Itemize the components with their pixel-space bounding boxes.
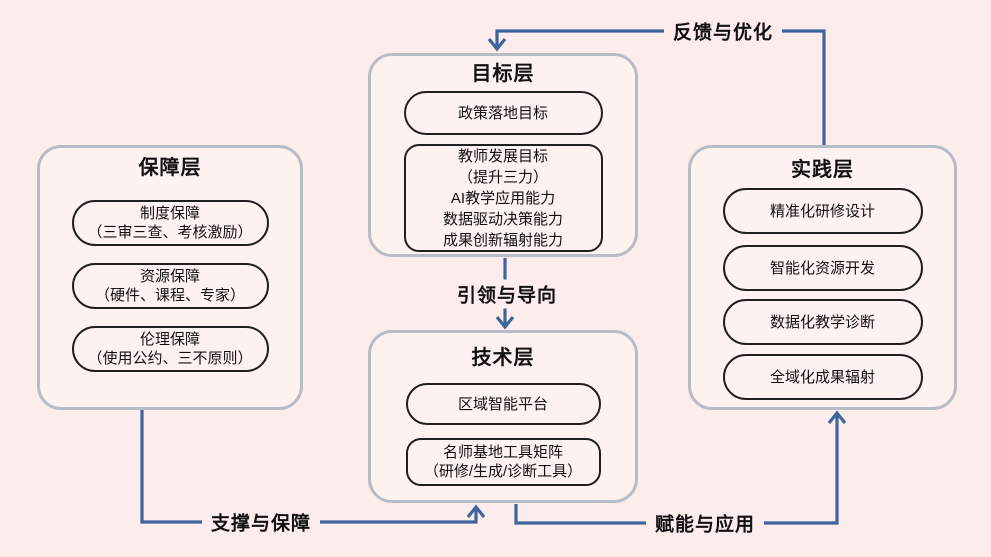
goal-layer-title: 目标层 — [471, 63, 535, 85]
pill-line: 政策落地目标 — [457, 104, 548, 122]
tech-layer-title: 技术层 — [471, 347, 535, 369]
pill-line: 伦理保障 — [139, 331, 200, 348]
tech-layer-box: 技术层 区域智能平台 名师基地工具矩阵 （研修/生成/诊断工具） — [368, 330, 638, 503]
edge-label-lead: 引领与导向 — [447, 279, 567, 309]
goal-item-teacher-development: 教师发展目标 （提升三力） AI教学应用能力 数据驱动决策能力 成果创新辐射能力 — [403, 144, 603, 252]
empower-arrowhead-up-icon — [827, 410, 847, 424]
pill-line: 制度保障 — [139, 205, 200, 222]
pill-line: 区域智能平台 — [457, 395, 548, 413]
guarantee-layer-title: 保障层 — [138, 157, 202, 179]
pill-line: 成果创新辐射能力 — [442, 231, 563, 249]
pill-line: （硬件、课程、专家） — [94, 287, 245, 304]
tech-item-platform: 区域智能平台 — [405, 383, 601, 425]
goal-layer-box: 目标层 政策落地目标 教师发展目标 （提升三力） AI教学应用能力 数据驱动决策… — [368, 53, 638, 257]
practice-item-training-design: 精准化研修设计 — [722, 188, 923, 234]
pill-line: （使用公约、三不原则） — [87, 350, 253, 367]
lead-arrowhead-down-icon — [495, 316, 515, 330]
tech-item-tool-matrix: 名师基地工具矩阵 （研修/生成/诊断工具） — [405, 438, 601, 486]
feedback-arrowhead-down-icon — [487, 38, 507, 52]
edge-label-empower: 赋能与应用 — [645, 508, 765, 538]
practice-item-teaching-diagnosis: 数据化教学诊断 — [722, 299, 923, 345]
pill-line: （提升三力） — [457, 168, 548, 186]
practice-layer-box: 实践层 精准化研修设计 智能化资源开发 数据化教学诊断 全域化成果辐射 — [688, 145, 957, 410]
pill-line: AI教学应用能力 — [450, 189, 556, 207]
pill-line: 全域化成果辐射 — [769, 368, 875, 386]
pill-line: 资源保障 — [139, 268, 200, 285]
pill-line: （三审三查、考核激励） — [87, 224, 253, 241]
guarantee-layer-box: 保障层 制度保障 （三审三查、考核激励） 资源保障 （硬件、课程、专家） 伦理保… — [37, 145, 303, 410]
practice-item-result-radiation: 全域化成果辐射 — [722, 354, 923, 400]
guarantee-item-system: 制度保障 （三审三查、考核激励） — [71, 200, 269, 246]
feedback-connector — [495, 29, 826, 146]
practice-item-resource-dev: 智能化资源开发 — [722, 245, 923, 291]
pill-line: 数据驱动决策能力 — [442, 210, 563, 228]
pill-line: 数据化教学诊断 — [769, 313, 875, 331]
guarantee-item-ethics: 伦理保障 （使用公约、三不原则） — [71, 326, 269, 372]
pill-line: 精准化研修设计 — [769, 202, 875, 220]
pill-line: 智能化资源开发 — [769, 259, 875, 277]
guarantee-item-resource: 资源保障 （硬件、课程、专家） — [71, 263, 269, 309]
edge-label-support: 支撑与保障 — [201, 507, 321, 537]
edge-label-feedback: 反馈与优化 — [663, 16, 783, 46]
support-arrowhead-up-icon — [466, 504, 486, 518]
pill-line: 教师发展目标 — [457, 147, 548, 165]
pill-line: （研修/生成/诊断工具） — [423, 463, 583, 480]
practice-layer-title: 实践层 — [791, 159, 854, 181]
pill-line: 名师基地工具矩阵 — [442, 444, 563, 461]
goal-item-policy: 政策落地目标 — [403, 91, 603, 135]
